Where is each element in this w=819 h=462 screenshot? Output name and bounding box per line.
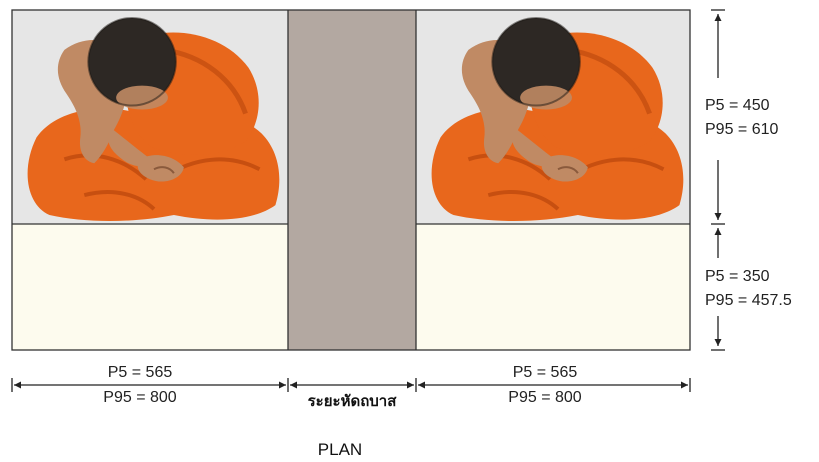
upper-depth-p5: P5 = 450 [705,97,770,114]
plan-outline [11,9,691,351]
aisle-strip [288,10,416,350]
left-width-p95: P95 = 800 [103,389,177,406]
horizontal-dimension-line [11,378,691,392]
lower-depth-p95: P95 = 457.5 [705,292,792,309]
right-width-p95: P95 = 800 [508,389,582,406]
right-mat [416,224,690,350]
plan-caption: PLAN [318,440,362,459]
lower-depth-p5: P5 = 350 [705,268,770,285]
right-width-p5: P5 = 565 [513,364,578,381]
vertical-dimension-line [711,9,725,351]
left-mat [12,224,288,350]
upper-depth-p95: P95 = 610 [705,121,779,138]
left-width-p5: P5 = 565 [108,364,173,381]
aisle-label: ระยะหัดถบาส [308,392,398,410]
